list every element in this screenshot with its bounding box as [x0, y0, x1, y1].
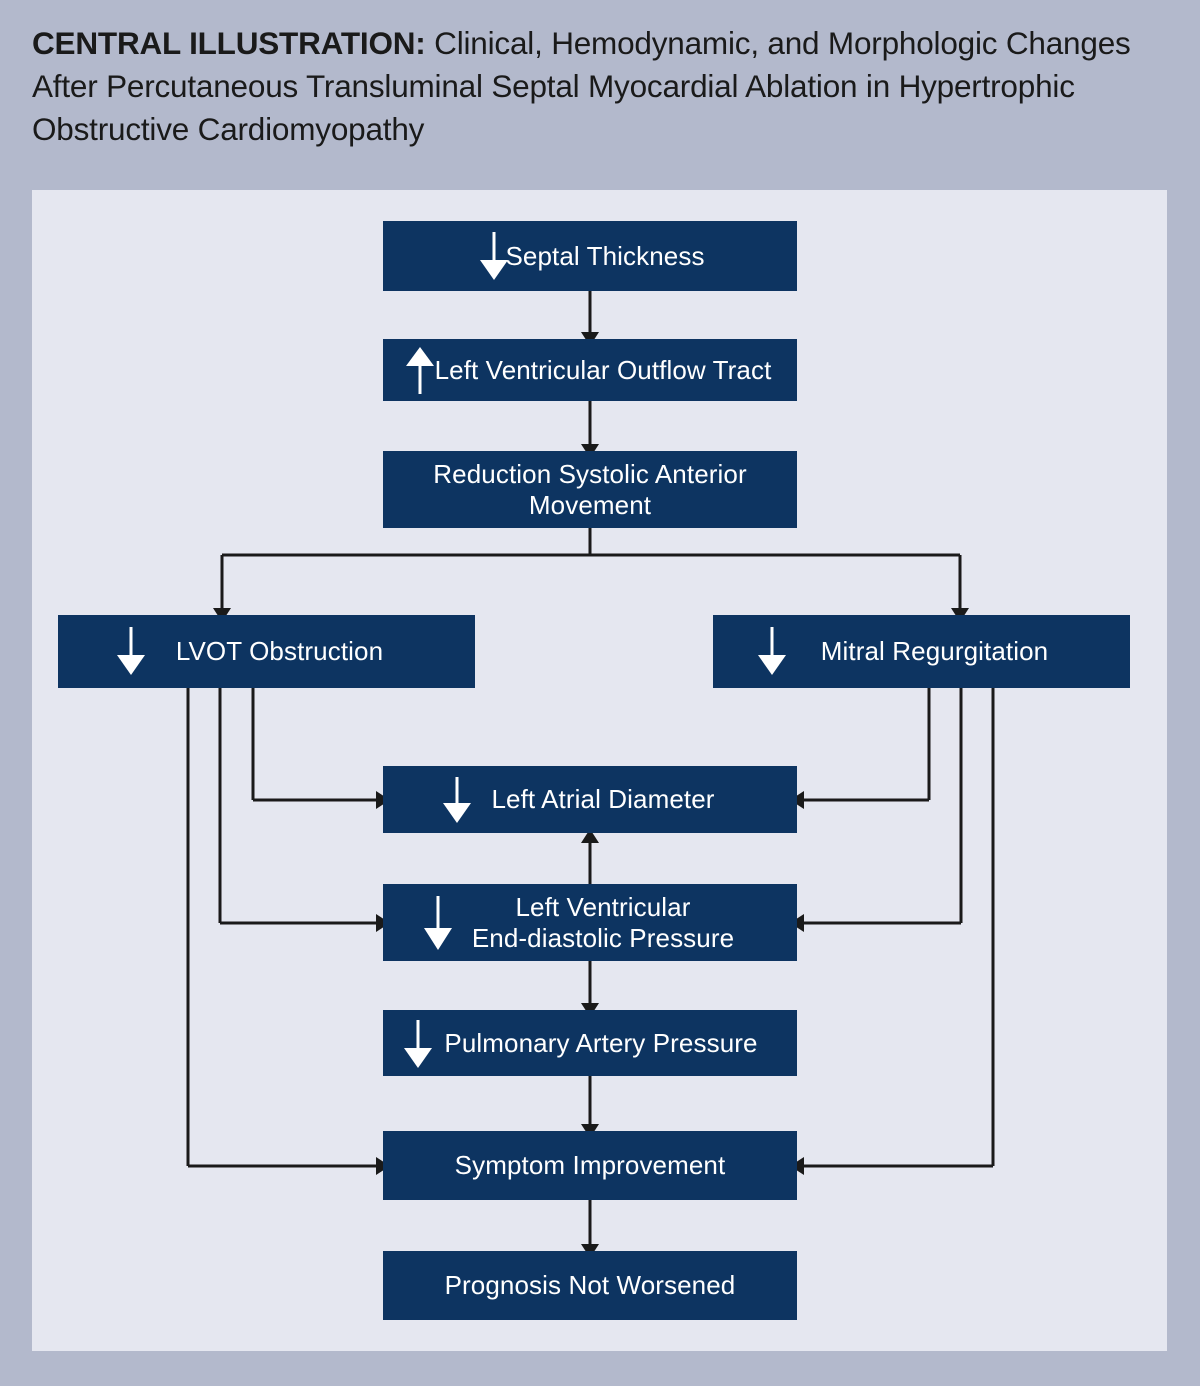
- node-label: Reduction Systolic Anterior Movement: [433, 458, 747, 520]
- arrowhead-mitral-to-lad: [790, 791, 804, 809]
- node-label: Mitral Regurgitation: [820, 636, 1049, 667]
- node-left-atrial-diameter[interactable]: Left Atrial Diameter: [383, 766, 797, 833]
- node-symptom-improvement[interactable]: Symptom Improvement: [383, 1131, 797, 1200]
- node-label: Left Ventricular End-diastolic Pressure: [471, 891, 735, 953]
- flowchart-connectors: [186, 291, 995, 1258]
- node-label: LVOT Obstruction: [175, 636, 384, 667]
- page-title-rest: Clinical, Hemodynamic, and Morphologic C…: [32, 25, 1131, 148]
- down-arrow-icon: [117, 627, 145, 675]
- node-label: Pulmonary Artery Pressure: [444, 1027, 758, 1058]
- node-lvot-tract[interactable]: Left Ventricular Outflow Tract: [383, 339, 797, 401]
- node-lvot-obstruction[interactable]: LVOT Obstruction: [58, 615, 475, 688]
- arrowhead-mitral-to-symptom: [790, 1157, 804, 1175]
- down-arrow-icon: [758, 627, 786, 675]
- node-label: Left Atrial Diameter: [491, 784, 715, 815]
- page-title: CENTRAL ILLUSTRATION: Clinical, Hemodyna…: [32, 22, 1172, 151]
- node-reduction-sam[interactable]: Reduction Systolic Anterior Movement: [383, 451, 797, 528]
- node-pulmonary-artery-pressure[interactable]: Pulmonary Artery Pressure: [383, 1010, 797, 1076]
- node-mitral-regurgitation[interactable]: Mitral Regurgitation: [713, 615, 1130, 688]
- node-label: Septal Thickness: [505, 240, 705, 271]
- arrowhead-mitral-to-lvedp: [790, 914, 804, 932]
- illustration-panel: Septal Thickness Left Ventricular Outflo…: [32, 190, 1167, 1351]
- node-lv-end-diastolic-pressure[interactable]: Left Ventricular End-diastolic Pressure: [383, 884, 797, 961]
- node-label: Left Ventricular Outflow Tract: [434, 354, 772, 385]
- node-septal-thickness[interactable]: Septal Thickness: [383, 221, 797, 291]
- page-title-lead: CENTRAL ILLUSTRATION:: [32, 25, 426, 61]
- arrowhead-lvedp-to-lad: [581, 829, 599, 843]
- node-label: Prognosis Not Worsened: [444, 1270, 736, 1301]
- node-label: Symptom Improvement: [454, 1150, 726, 1181]
- node-prognosis-not-worsened[interactable]: Prognosis Not Worsened: [383, 1251, 797, 1320]
